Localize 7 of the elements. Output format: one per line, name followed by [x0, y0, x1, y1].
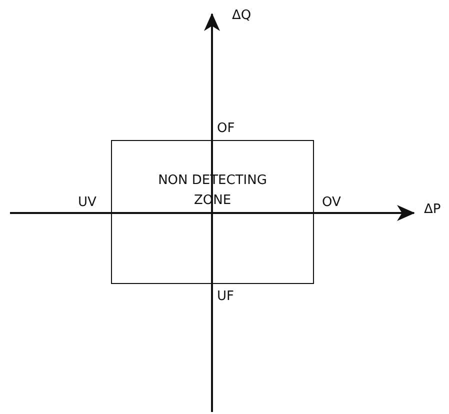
zone-rectangle — [111, 140, 314, 284]
axis-crossing-label: OF — [217, 121, 235, 136]
axis-crossing-label: UF — [217, 289, 234, 304]
axis-crossing-label: OV — [322, 195, 341, 210]
y-axis-label: ΔQ — [232, 8, 252, 23]
x-axis-label: ΔP — [424, 202, 441, 217]
axis-crossing-label: UV — [78, 195, 96, 210]
